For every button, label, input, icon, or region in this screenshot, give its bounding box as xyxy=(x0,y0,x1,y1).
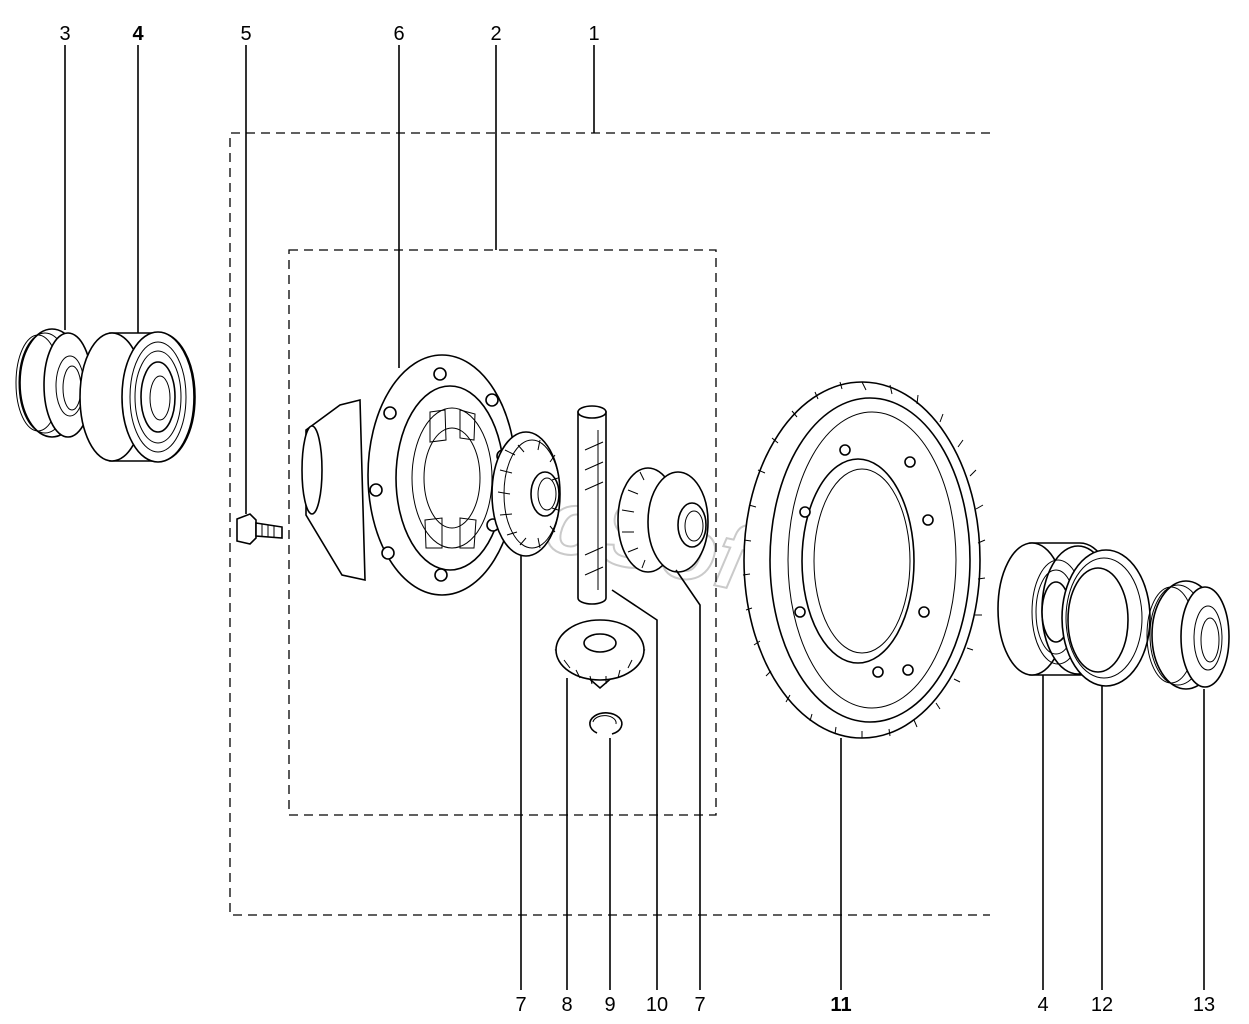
pinion-shaft xyxy=(577,405,607,605)
oil-seal-left xyxy=(15,328,93,438)
leader-10 xyxy=(611,589,658,990)
circlip xyxy=(589,712,623,735)
callout-3: 3 xyxy=(59,23,70,45)
pinion-gear-right xyxy=(617,467,709,573)
callout-numbers: 3 4 5 6 2 1 7 8 9 10 7 11 4 12 13 xyxy=(59,23,1215,1016)
ring-gear xyxy=(742,381,986,739)
side-gear-left xyxy=(491,431,561,557)
callout-6: 6 xyxy=(393,23,404,45)
callout-7-right: 7 xyxy=(694,994,705,1016)
callout-7-left: 7 xyxy=(515,994,526,1016)
oil-seal-right xyxy=(1146,580,1230,690)
callout-10: 10 xyxy=(646,994,668,1016)
seal-ring xyxy=(1061,549,1151,687)
callout-1: 1 xyxy=(588,23,599,45)
callout-12: 12 xyxy=(1091,994,1113,1016)
callout-2: 2 xyxy=(490,23,501,45)
differential-case xyxy=(301,354,517,596)
callout-4-top: 4 xyxy=(132,23,144,45)
leader-7-right xyxy=(675,569,701,990)
inner-assembly-box xyxy=(288,249,717,816)
callout-9: 9 xyxy=(604,994,615,1016)
callout-4-bottom: 4 xyxy=(1037,994,1048,1016)
callout-8: 8 xyxy=(561,994,572,1016)
callout-5: 5 xyxy=(240,23,251,45)
callout-11: 11 xyxy=(830,994,851,1016)
callout-13: 13 xyxy=(1193,994,1215,1016)
bolt xyxy=(236,513,283,545)
planet-gear xyxy=(554,619,646,690)
leader-lines xyxy=(64,45,1205,990)
bearing-left xyxy=(79,331,196,463)
